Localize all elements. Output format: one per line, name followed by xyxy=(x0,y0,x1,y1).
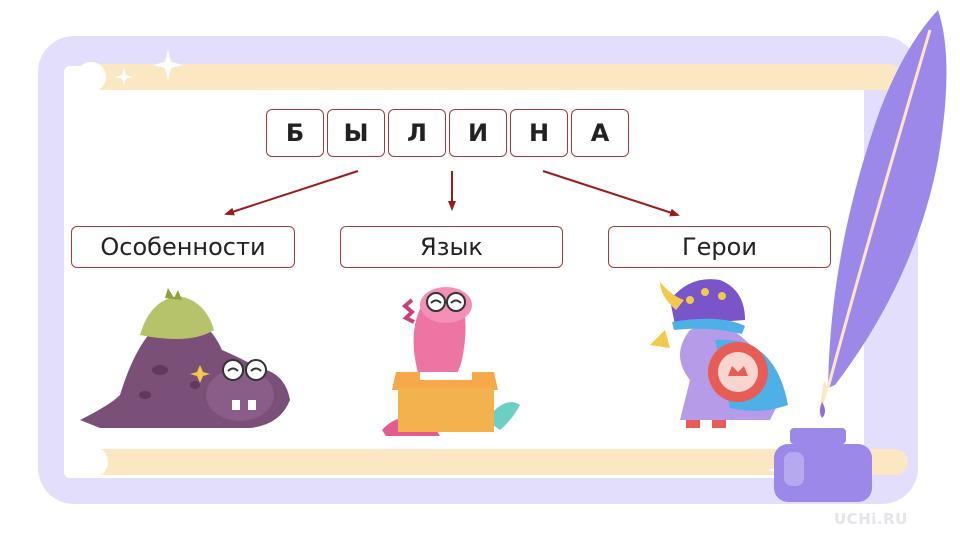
word-letters: Б Ы Л И Н А xyxy=(266,109,632,157)
letter-tile: Ы xyxy=(327,109,385,157)
letter-tile: А xyxy=(571,109,629,157)
dinosaur-hero-illustration xyxy=(650,279,788,428)
category-heroes: Герои xyxy=(608,226,831,268)
sparkle-icon xyxy=(153,50,183,80)
dinosaur-mountain-illustration xyxy=(80,288,290,428)
brand-watermark: UCHi.RU xyxy=(834,510,908,528)
arrow-to-heroes xyxy=(542,170,680,217)
feather-quill-illustration xyxy=(818,10,947,420)
decor-strip-top xyxy=(78,64,902,90)
dinosaur-desk-illustration xyxy=(382,287,520,436)
sparkle-icon xyxy=(115,68,133,86)
decor-strip-cap xyxy=(76,62,106,92)
category-language: Язык xyxy=(340,226,563,268)
letter-tile: Б xyxy=(266,109,324,157)
arrow-to-features xyxy=(224,170,359,216)
decor-strip-bottom xyxy=(78,449,908,475)
letter-tile: Л xyxy=(388,109,446,157)
decor-strip-cap xyxy=(78,447,108,477)
letter-tile: И xyxy=(449,109,507,157)
category-features: Особенности xyxy=(71,226,295,268)
letter-tile: Н xyxy=(510,109,568,157)
inkwell-illustration xyxy=(774,428,872,502)
